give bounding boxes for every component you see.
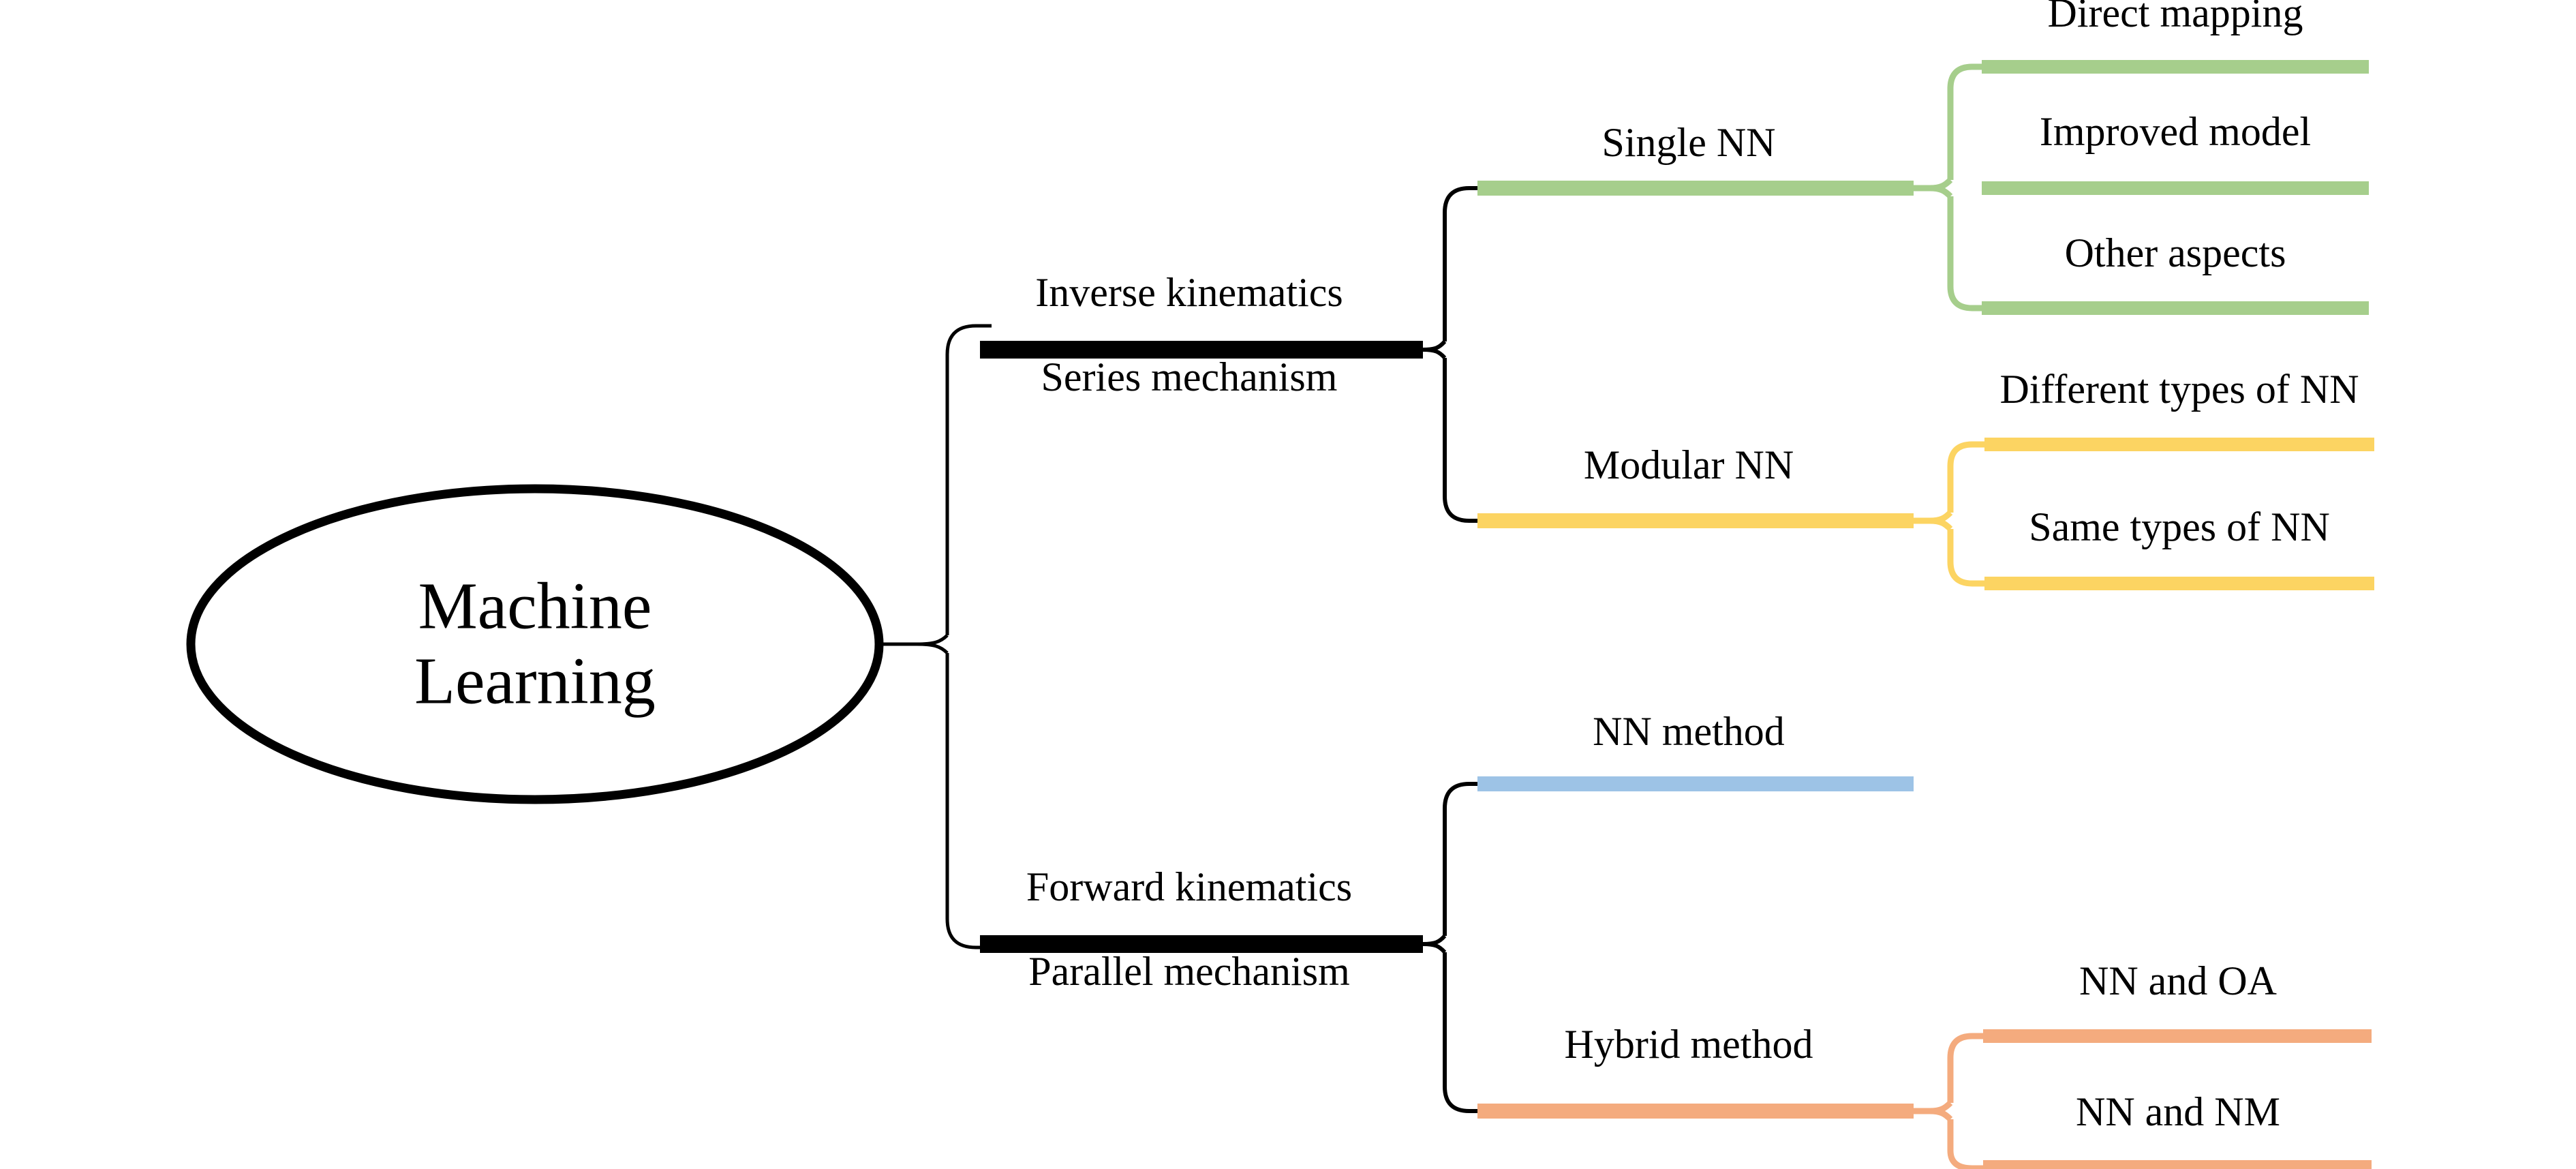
- connector-parallel-to-nn-method: [1443, 782, 1483, 936]
- branch-bar-series[interactable]: [980, 341, 1423, 359]
- leaf-bar-nn-and-nm[interactable]: [1983, 1160, 2372, 1169]
- branch-bar-nn-method[interactable]: [1477, 776, 1914, 791]
- label-same-types-of-nn: Same types of NN: [2029, 504, 2330, 549]
- connector-modular-nn-to-same-types: [1947, 529, 1990, 587]
- connector-single-nn-to-direct-mapping: [1947, 63, 1987, 180]
- connector-series-to-single-nn: [1443, 186, 1483, 341]
- connector-parallel-to-hybrid-method: [1443, 952, 1483, 1113]
- label-different-types-of-nn: Different types of NN: [1999, 367, 2359, 412]
- label-improved-model: Improved model: [2039, 109, 2312, 154]
- branch-bar-hybrid-method[interactable]: [1477, 1104, 1914, 1119]
- root-label-line2: Learning: [414, 644, 656, 718]
- label-other-aspects: Other aspects: [2064, 230, 2286, 275]
- connector-hybrid-to-nn-and-oa: [1947, 1033, 1989, 1103]
- connector-parallel-fork-lower: [1422, 942, 1447, 954]
- connector-root-fork-lower: [916, 642, 949, 654]
- label-modular-nn: Modular NN: [1583, 442, 1794, 487]
- leaf-bar-other-aspects[interactable]: [1982, 301, 2369, 315]
- label-parallel-mechanism: Parallel mechanism: [1028, 949, 1350, 994]
- root-label-line1: Machine: [418, 569, 652, 643]
- connector-series-to-modular-nn: [1443, 358, 1483, 523]
- connector-hybrid-method-fork-lower: [1929, 1108, 1953, 1122]
- leaf-bar-direct-mapping[interactable]: [1982, 60, 2369, 74]
- connector-hybrid-to-nn-and-nm: [1947, 1119, 1989, 1169]
- connector-root-to-series: [945, 324, 992, 635]
- label-direct-mapping: Direct mapping: [2047, 0, 2303, 35]
- leaf-bar-improved-model[interactable]: [1982, 181, 2369, 195]
- label-series-mechanism: Series mechanism: [1041, 354, 1338, 399]
- label-forward-kinematics: Forward kinematics: [1026, 864, 1353, 909]
- connector-root-to-parallel: [945, 653, 992, 950]
- connector-modular-nn-fork-lower: [1929, 517, 1953, 532]
- label-nn-method: NN method: [1593, 709, 1785, 754]
- branch-bar-parallel[interactable]: [980, 935, 1423, 953]
- connector-single-nn-to-other-aspects: [1947, 196, 1987, 312]
- connector-modular-nn-to-different-types: [1947, 441, 1990, 513]
- label-nn-and-nm: NN and NM: [2076, 1089, 2280, 1134]
- label-hybrid-method: Hybrid method: [1564, 1022, 1813, 1067]
- leaf-bar-same-types-of-nn[interactable]: [1984, 577, 2374, 590]
- leaf-bar-nn-and-oa[interactable]: [1983, 1029, 2372, 1043]
- label-nn-and-oa: NN and OA: [2079, 958, 2277, 1003]
- branch-bar-single-nn[interactable]: [1477, 181, 1914, 196]
- connector-single-nn-fork-lower: [1929, 185, 1953, 199]
- root-node-label: Machine Learning: [414, 569, 656, 719]
- connector-series-fork-lower: [1422, 348, 1447, 360]
- branch-bar-modular-nn[interactable]: [1477, 513, 1914, 528]
- leaf-bar-different-types-of-nn[interactable]: [1984, 438, 2374, 451]
- label-single-nn: Single NN: [1601, 120, 1776, 165]
- label-inverse-kinematics: Inverse kinematics: [1035, 270, 1343, 315]
